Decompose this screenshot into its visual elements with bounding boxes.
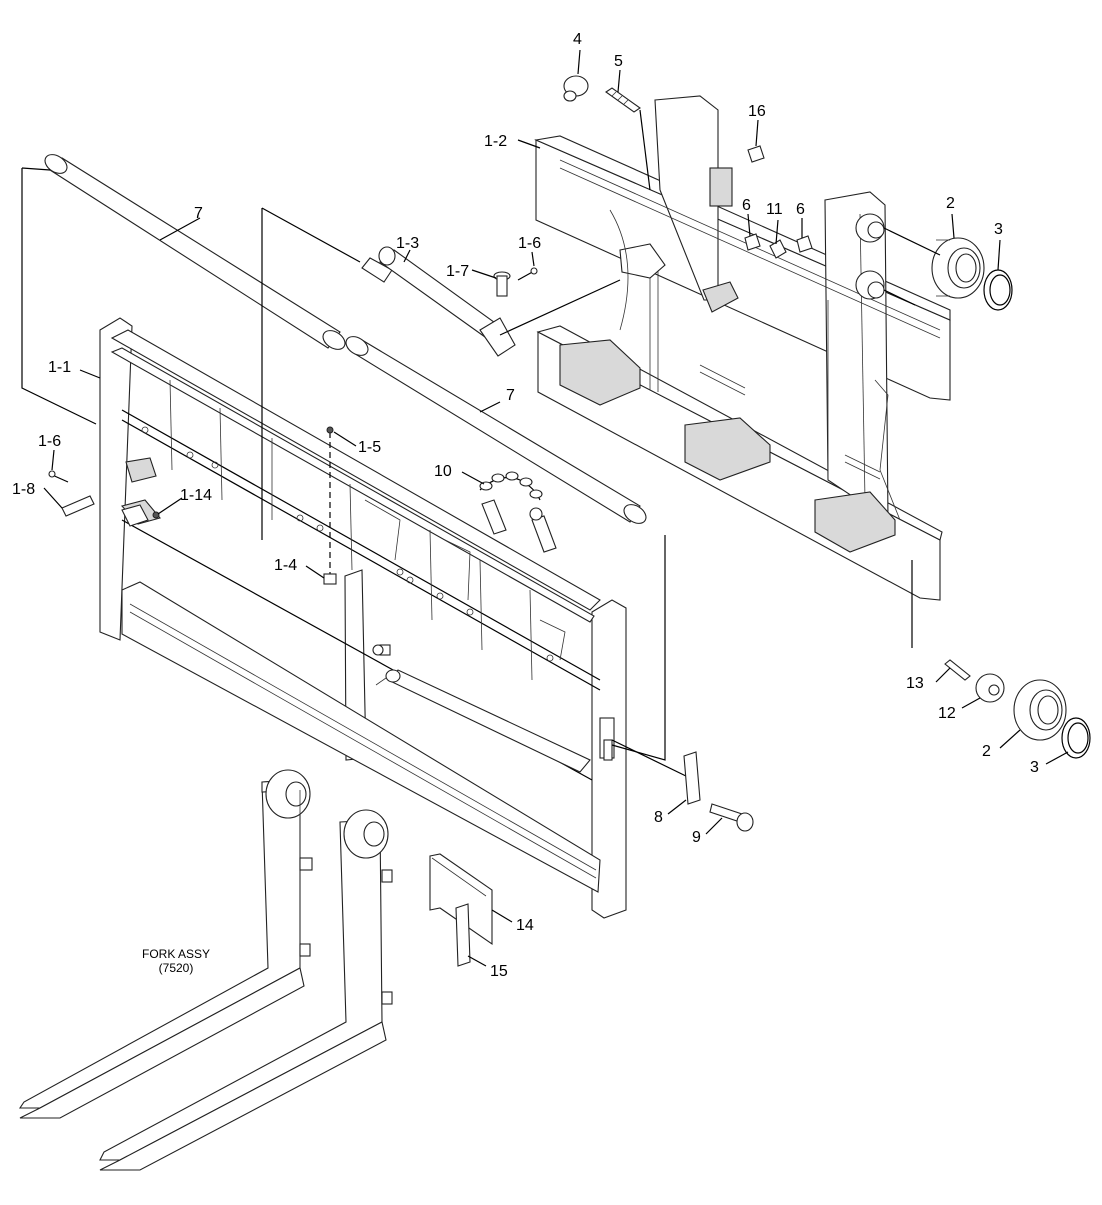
ring-3-lower	[1061, 717, 1091, 759]
callout-5: 5	[614, 53, 623, 70]
part-1-4	[323, 573, 337, 585]
callout-1-6-b: 1-6	[38, 433, 61, 450]
callout-leaders	[43, 49, 1069, 967]
callout-9: 9	[692, 829, 701, 846]
chain-assembly	[479, 471, 557, 553]
callout-1-2: 1-2	[484, 133, 507, 150]
plate-8	[683, 751, 701, 805]
callout-8: 8	[654, 809, 663, 826]
leader-shaft-mid-top	[261, 207, 361, 263]
fork-assembly-caption: FORK ASSY (7520)	[142, 947, 210, 975]
leader-part-5	[639, 109, 651, 191]
callout-6-a: 6	[742, 197, 751, 214]
callout-7-b: 7	[506, 387, 515, 404]
front-carriage	[99, 317, 627, 919]
rear-carriage	[534, 95, 951, 601]
part-15-strip	[455, 903, 471, 967]
fork-left	[18, 769, 313, 1119]
shaft-upper	[44, 154, 346, 350]
pin-13	[944, 659, 971, 681]
part-6-nut-b	[796, 235, 813, 253]
leader-plate-8	[611, 739, 691, 779]
callout-11: 11	[766, 201, 783, 218]
bearing-2-lower	[1013, 679, 1067, 741]
callout-1-8: 1-8	[12, 481, 35, 498]
bearing-2-upper	[931, 237, 985, 299]
fork-caption-title: FORK ASSY	[142, 947, 210, 961]
callout-1-1: 1-1	[48, 359, 71, 376]
shaft-lower	[345, 336, 647, 524]
part-1-14	[121, 504, 160, 527]
callout-7-a: 7	[194, 205, 203, 222]
callout-3-b: 3	[1030, 759, 1039, 776]
part-6-nut-a	[744, 233, 761, 251]
leader-shaft-right	[611, 535, 666, 761]
callout-4: 4	[573, 31, 582, 48]
pin-1-8	[61, 495, 95, 517]
callout-13: 13	[906, 675, 924, 692]
callout-1-4: 1-4	[274, 557, 297, 574]
callout-6-b: 6	[796, 201, 805, 218]
bolt-9	[709, 803, 754, 832]
callout-1-14: 1-14	[180, 487, 212, 504]
callout-10: 10	[434, 463, 452, 480]
pin-1-7	[493, 271, 511, 297]
leader-cylinder-carriage	[499, 279, 621, 336]
callout-1-7: 1-7	[446, 263, 469, 280]
leader-shaft-upper-left	[21, 168, 97, 425]
callout-16: 16	[748, 103, 766, 120]
part-14-plate	[429, 853, 493, 946]
side-shift-cylinder	[361, 246, 516, 357]
leader-shaft-top	[21, 167, 51, 171]
callout-1-5: 1-5	[358, 439, 381, 456]
part-16-bolt	[747, 145, 765, 163]
fork-right	[99, 809, 393, 1171]
callout-1-6-a: 1-6	[518, 235, 541, 252]
part-4-roller	[563, 75, 589, 102]
fork-caption-number: (7520)	[159, 961, 194, 975]
callout-labels: 4 5 16 1-2 6 11 6 2 3 7 1-3 1-7 1-6 1-1 …	[12, 31, 1039, 980]
leader-roller-lower	[883, 289, 916, 306]
callout-1-3: 1-3	[396, 235, 419, 252]
part-1-5	[326, 426, 334, 434]
callout-14: 14	[516, 917, 534, 934]
callout-15: 15	[490, 963, 508, 980]
callout-3-a: 3	[994, 221, 1003, 238]
leader-roller-bearing	[883, 227, 941, 256]
part-12-collar	[975, 673, 1005, 703]
clip-1-6-left	[48, 470, 69, 483]
callout-12: 12	[938, 705, 956, 722]
ring-3-upper	[983, 269, 1013, 311]
clip-1-6-upper	[517, 267, 538, 281]
callout-2-b: 2	[982, 743, 991, 760]
callout-2-a: 2	[946, 195, 955, 212]
part-5-spring-pin	[605, 87, 641, 113]
